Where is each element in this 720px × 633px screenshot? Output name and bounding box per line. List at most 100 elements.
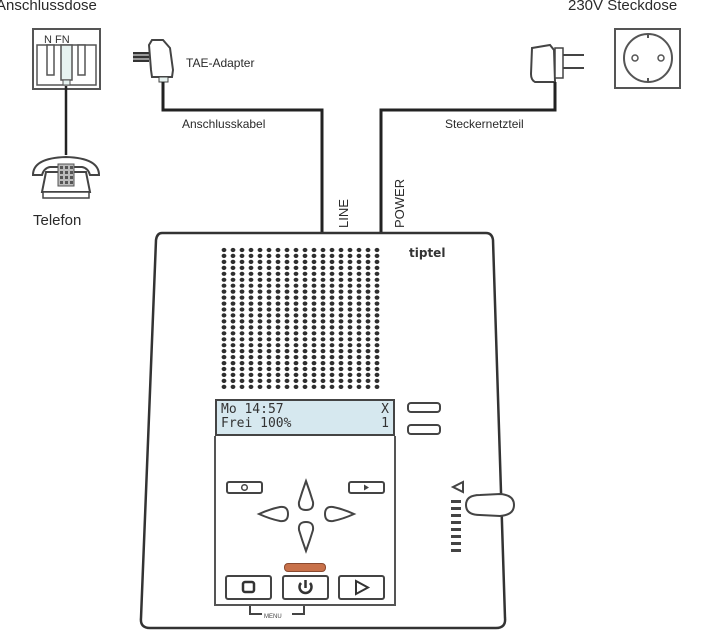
- power-outlet-icon: [614, 28, 681, 89]
- grille-dot: [347, 319, 353, 324]
- grille-dot: [239, 289, 245, 294]
- grille-dot: [266, 319, 272, 324]
- grille-dot: [248, 331, 254, 336]
- grille-dot: [320, 361, 326, 366]
- grille-dot: [374, 349, 380, 354]
- grille-dot: [293, 366, 299, 372]
- grille-dot: [338, 277, 344, 282]
- grille-dot: [347, 372, 353, 377]
- grille-dot: [248, 313, 254, 318]
- grille-dot: [302, 337, 308, 342]
- power-port-label: POWER: [392, 178, 407, 228]
- grille-dot: [257, 349, 263, 354]
- grille-dot: [365, 313, 371, 318]
- phone-label: Telefon: [33, 212, 82, 229]
- grille-dot: [230, 319, 236, 324]
- grille-dot: [320, 384, 326, 389]
- grille-dot: [284, 378, 290, 383]
- arrow-left-icon: [256, 505, 290, 523]
- grille-dot: [347, 277, 353, 282]
- grille-dot: [356, 378, 362, 383]
- grille-dot: [329, 289, 335, 294]
- wall-socket-pins-label: N FN: [44, 34, 70, 46]
- grille-dot: [221, 307, 227, 312]
- skip-button[interactable]: [347, 480, 387, 496]
- play-button[interactable]: [337, 574, 387, 602]
- grille-dot: [356, 289, 362, 294]
- grille-dot: [347, 295, 353, 300]
- grille-dot: [365, 289, 371, 294]
- grille-dot: [347, 355, 353, 360]
- grille-dot: [239, 372, 245, 377]
- grille-dot: [284, 331, 290, 336]
- nav-left-button[interactable]: [256, 503, 292, 525]
- grille-dot: [221, 301, 227, 306]
- grille-dot: [293, 349, 299, 354]
- grille-dot: [320, 289, 326, 294]
- grille-dot: [374, 277, 380, 282]
- grille-dot: [284, 259, 290, 264]
- grille-dot: [365, 265, 371, 270]
- stop-button[interactable]: [224, 574, 274, 602]
- grille-dot: [239, 355, 245, 360]
- grille-dot: [365, 343, 371, 348]
- nav-right-button[interactable]: [321, 503, 357, 525]
- grille-dot: [302, 331, 308, 336]
- power-icon: [298, 580, 313, 595]
- grille-dot: [230, 355, 236, 360]
- grille-dot: [266, 277, 272, 282]
- grille-dot: [347, 325, 353, 330]
- grille-dot: [257, 253, 263, 258]
- arrow-down-icon: [297, 520, 315, 554]
- grille-dot: [311, 366, 317, 372]
- grille-dot: [356, 349, 362, 354]
- grille-dot: [248, 384, 254, 389]
- grille-dot: [374, 343, 380, 348]
- grille-dot: [230, 259, 236, 264]
- grille-dot: [221, 366, 227, 372]
- grille-dot: [365, 307, 371, 312]
- grille-dot: [257, 325, 263, 330]
- skip-icon: [364, 484, 369, 491]
- grille-dot: [248, 295, 254, 300]
- nav-down-button[interactable]: [294, 518, 318, 554]
- arrow-right-icon: [323, 505, 357, 523]
- record-button[interactable]: [225, 480, 265, 496]
- nav-up-button[interactable]: [294, 478, 318, 514]
- grille-dot: [257, 313, 263, 318]
- grille-dot: [311, 313, 317, 318]
- grille-dot: [221, 325, 227, 330]
- grille-dot: [230, 366, 236, 372]
- grille-dot: [221, 265, 227, 270]
- grille-dot: [302, 325, 308, 330]
- grille-dot: [329, 295, 335, 300]
- wall-socket-icon: N FN: [32, 28, 101, 90]
- grille-dot: [374, 289, 380, 294]
- display-datetime: Mo 14:57: [221, 402, 284, 417]
- grille-dot: [239, 331, 245, 336]
- grille-dot: [275, 343, 281, 348]
- power-button[interactable]: [281, 574, 331, 602]
- grille-dot: [239, 349, 245, 354]
- grille-dot: [239, 325, 245, 330]
- display-message-count: 1: [381, 416, 389, 431]
- grille-dot: [365, 283, 371, 288]
- grille-dot: [320, 325, 326, 330]
- grille-dot: [284, 366, 290, 372]
- grille-dot: [257, 355, 263, 360]
- grille-dot: [266, 271, 272, 276]
- grille-dot: [284, 313, 290, 318]
- volume-knob[interactable]: [462, 490, 518, 520]
- grille-dot: [356, 247, 362, 253]
- grille-dot: [320, 247, 326, 253]
- grille-dot: [347, 361, 353, 366]
- grille-dot: [302, 301, 308, 306]
- grille-dot: [230, 337, 236, 342]
- grille-dot: [248, 361, 254, 366]
- grille-dot: [320, 319, 326, 324]
- volume-triangle-icon: [450, 480, 464, 494]
- grille-dot: [293, 265, 299, 270]
- grille-dot: [239, 307, 245, 312]
- grille-dot: [293, 355, 299, 360]
- grille-dot: [284, 271, 290, 276]
